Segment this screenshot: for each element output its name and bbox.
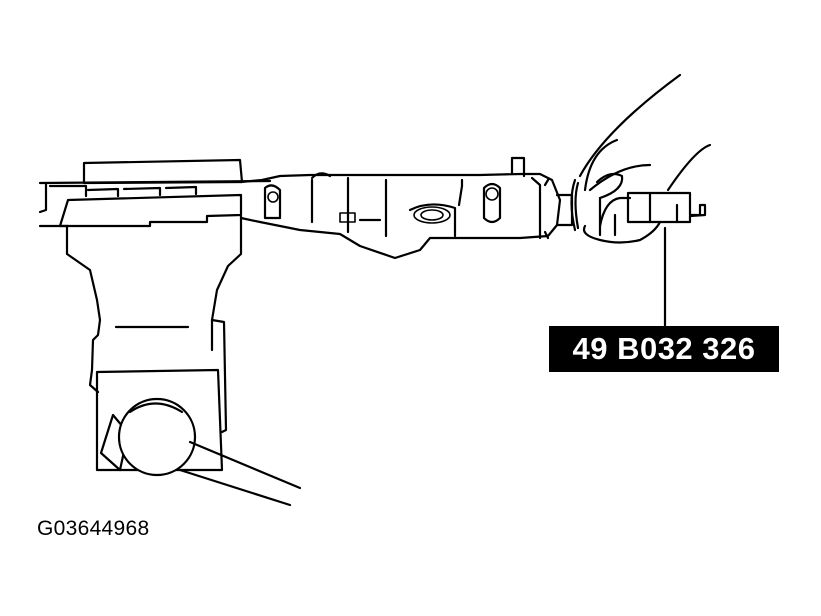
figure-id: G03644968	[37, 517, 150, 540]
hand-and-tool	[570, 73, 712, 332]
vise-jaws	[38, 158, 272, 228]
steering-gear-housing	[239, 156, 574, 260]
vise-body	[65, 214, 302, 507]
special-tool-callout: 49 B032 326	[549, 326, 779, 372]
